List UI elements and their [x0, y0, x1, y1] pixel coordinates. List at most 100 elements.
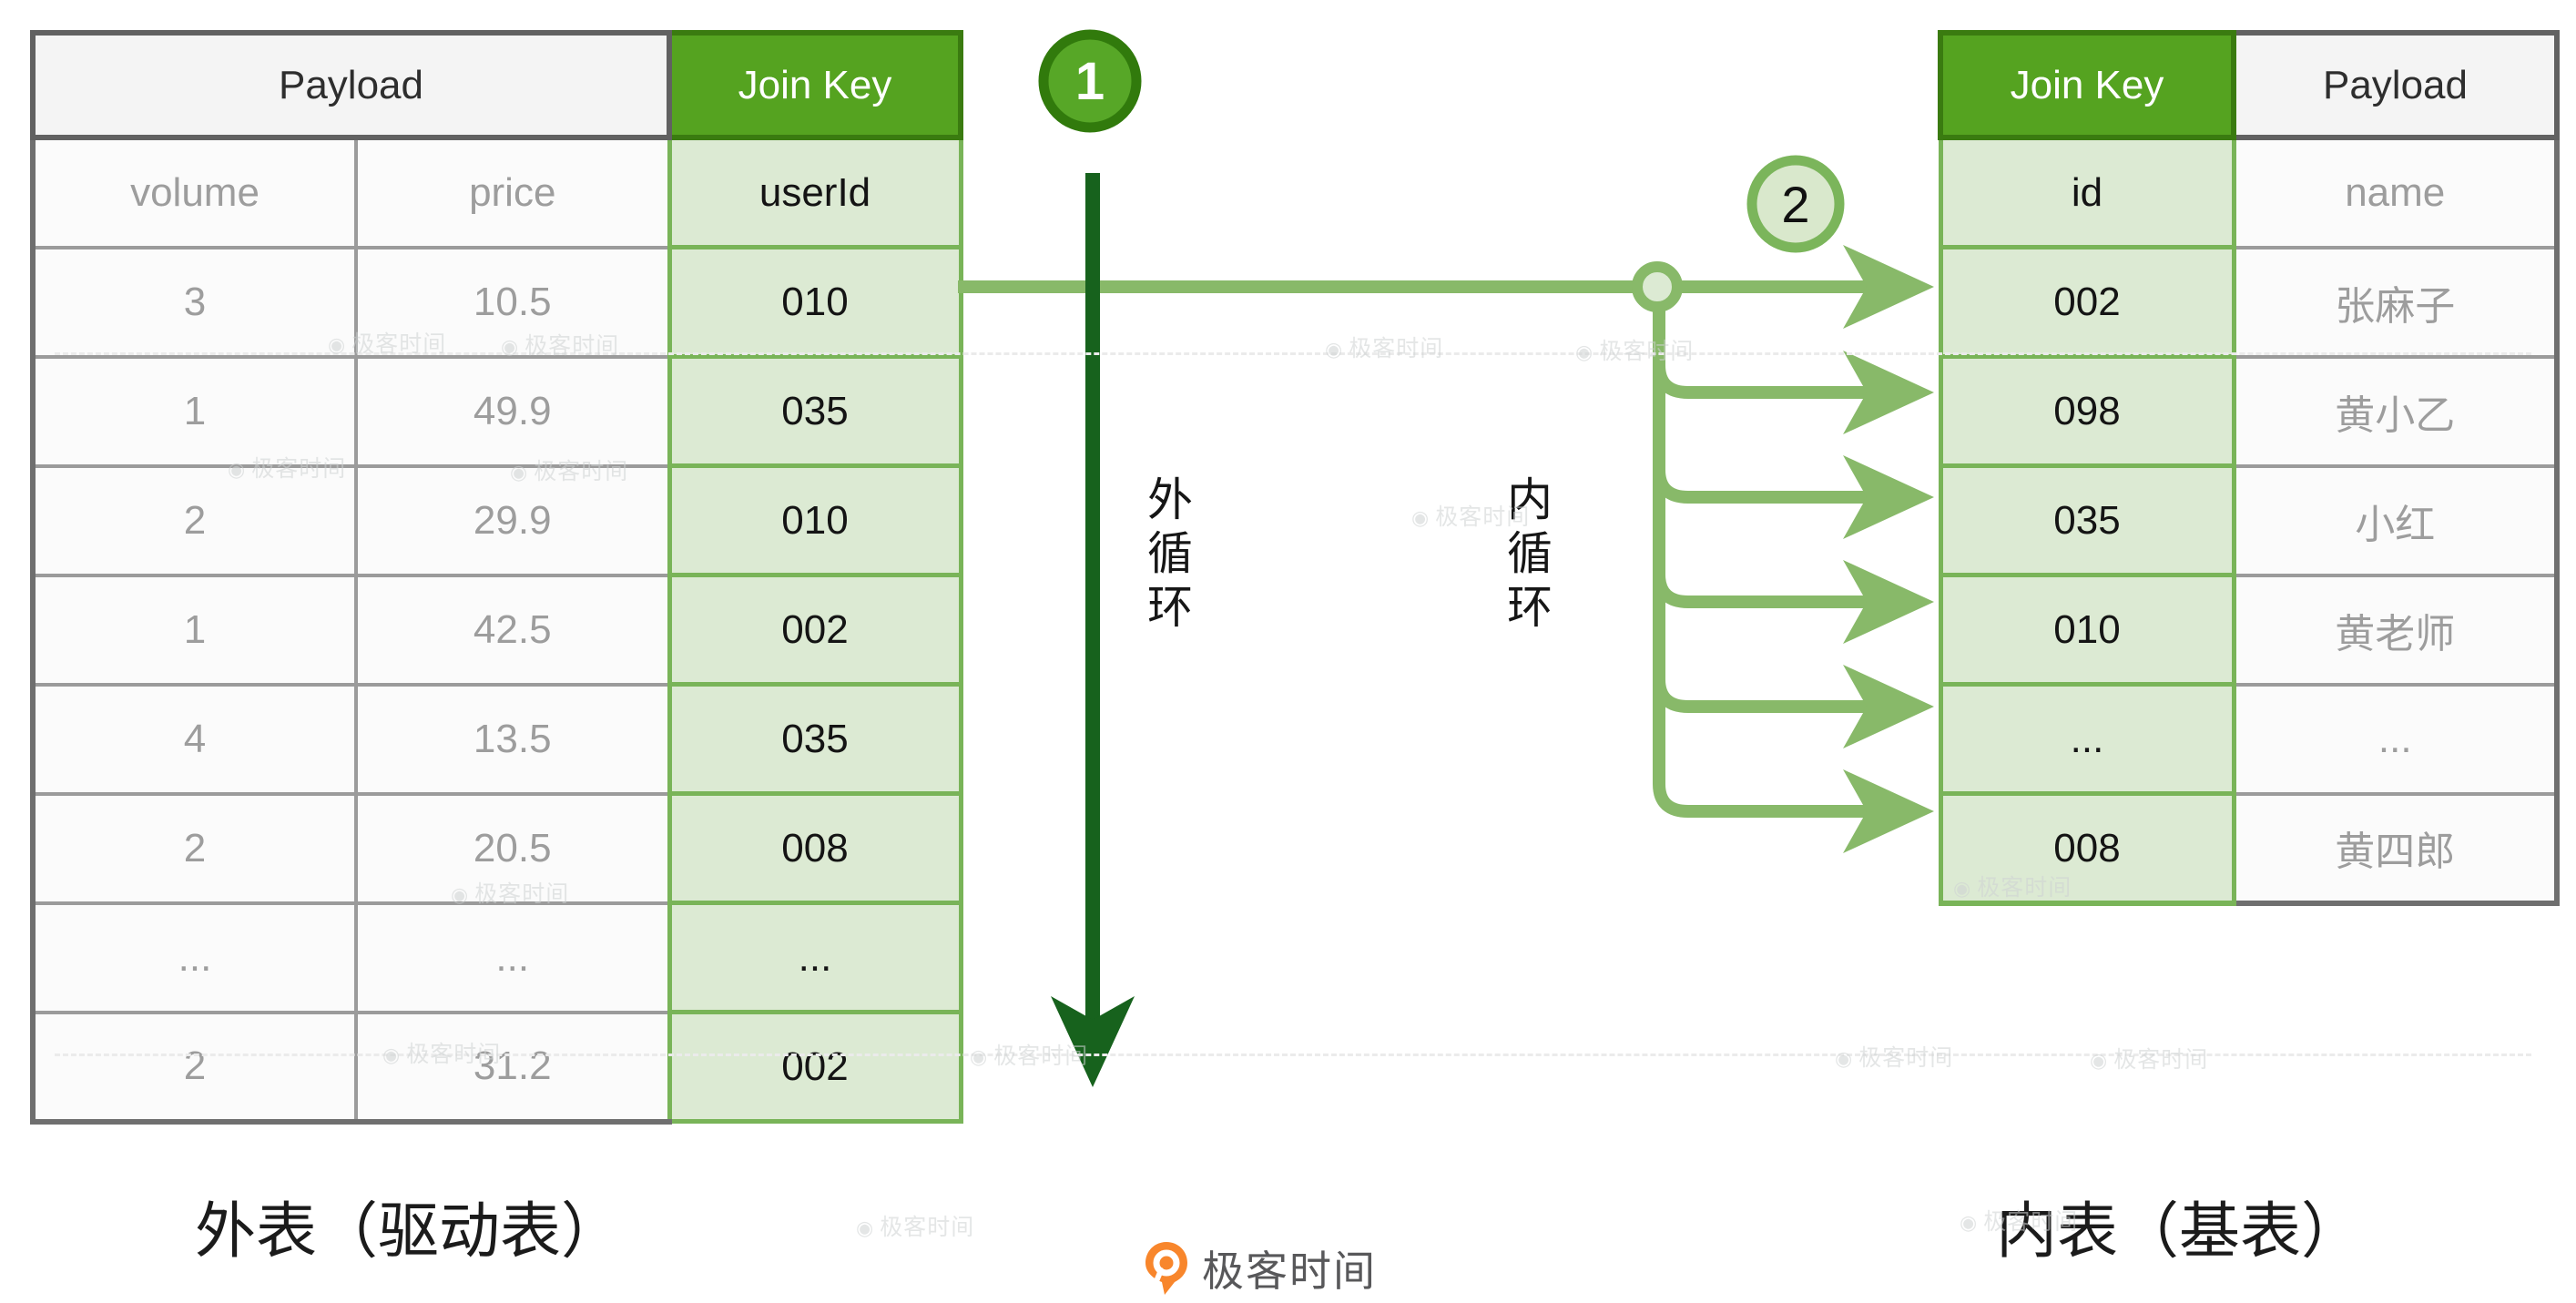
branch-line — [1653, 364, 1881, 399]
cell-volume: 3 — [30, 245, 358, 359]
step2-badge: 2 — [1746, 155, 1845, 253]
table-row: 4 13.5 035 — [30, 682, 963, 796]
table-row: 098 黄小乙 — [1938, 354, 2560, 468]
watermark: 极客时间 — [856, 1209, 974, 1242]
cell-volume: ... — [30, 901, 358, 1014]
inner-table: Join Key Payload id name 002 张麻子 098 黄小乙… — [1938, 30, 2560, 906]
watermark: 极客时间 — [1325, 331, 1443, 363]
arrowhead-icon — [1843, 245, 1934, 329]
step2-circle-icon — [1746, 155, 1845, 253]
inner-table-caption: 内表（基表） — [1996, 1197, 2362, 1266]
cell-volume: 1 — [30, 573, 358, 687]
table-row: 3 10.5 010 — [30, 245, 963, 359]
table-row: 010 黄老师 — [1938, 573, 2560, 687]
cell-volume: 2 — [30, 791, 358, 905]
outer-table-header-row: Payload Join Key — [30, 30, 963, 140]
branch-line — [1653, 574, 1881, 608]
inner-payload-header: Payload — [2231, 30, 2560, 140]
cell-price: 10.5 — [354, 245, 671, 359]
outer-col-joinkey: userId — [667, 135, 963, 249]
cell-joinkey: ... — [667, 901, 963, 1014]
outer-loop-arrow — [1051, 173, 1135, 1087]
cell-joinkey: 002 — [667, 573, 963, 687]
branch-node-icon — [1632, 261, 1683, 312]
cell-id: 098 — [1938, 354, 2236, 468]
cell-joinkey: 035 — [667, 354, 963, 468]
table-row: 035 小红 — [1938, 463, 2560, 577]
cell-joinkey: 002 — [667, 1010, 963, 1124]
cell-price: 20.5 — [354, 791, 671, 905]
watermark: 极客时间 — [1835, 1040, 1953, 1073]
arrowhead-icon — [1843, 455, 1934, 539]
cell-name: 黄小乙 — [2232, 354, 2560, 468]
arrowheads — [1843, 245, 1934, 853]
cell-name: 张麻子 — [2232, 245, 2560, 359]
table-row: 2 20.5 008 — [30, 791, 963, 905]
step1-circle-icon — [1038, 29, 1142, 133]
cell-price: 31.2 — [354, 1010, 671, 1125]
cell-name: 黄老师 — [2232, 573, 2560, 687]
arrowhead-icon — [1843, 769, 1934, 853]
table-row: ... ... — [1938, 682, 2560, 796]
geektime-logo-text: 极客时间 — [1202, 1247, 1377, 1295]
branch-line-last — [1653, 307, 1881, 818]
cell-volume: 2 — [30, 463, 358, 577]
inner-col-name: name — [2232, 136, 2560, 249]
cell-volume: 4 — [30, 682, 358, 796]
step1-badge: 1 — [1038, 29, 1142, 133]
geektime-logo: 极客时间 — [1144, 1238, 1377, 1298]
cell-id: 010 — [1938, 573, 2236, 687]
outer-joinkey-header: Join Key — [667, 30, 963, 140]
cell-joinkey: 008 — [667, 791, 963, 905]
cell-price: 49.9 — [354, 354, 671, 468]
inner-table-column-row: id name — [1938, 135, 2560, 249]
table-row: ... ... ... — [30, 901, 963, 1014]
watermark: 极客时间 — [970, 1038, 1088, 1071]
table-row: 2 31.2 002 — [30, 1010, 963, 1125]
step1-number: 1 — [1075, 52, 1105, 111]
cell-joinkey: 010 — [667, 245, 963, 359]
cell-id: 035 — [1938, 463, 2236, 577]
arrowhead-icon — [1843, 351, 1934, 434]
cell-price: 13.5 — [354, 682, 671, 796]
outer-table: Payload Join Key volume price userId 3 1… — [30, 30, 963, 1125]
inner-joinkey-header: Join Key — [1938, 30, 2236, 140]
arrowhead-down-icon — [1051, 996, 1135, 1087]
outer-payload-header: Payload — [30, 30, 672, 140]
cell-price: ... — [354, 901, 671, 1014]
outer-col-price: price — [354, 136, 671, 249]
branch-line — [1653, 678, 1881, 713]
watermark: 极客时间 — [2090, 1042, 2208, 1074]
inner-loop-label: 内循环 — [1507, 474, 1553, 633]
inner-table-header-row: Join Key Payload — [1938, 30, 2560, 140]
table-row: 1 42.5 002 — [30, 573, 963, 687]
cell-name: ... — [2232, 682, 2560, 796]
table-row: 2 29.9 010 — [30, 463, 963, 577]
cell-id: ... — [1938, 682, 2236, 796]
outer-table-column-row: volume price userId — [30, 135, 963, 249]
branch-line — [1653, 469, 1881, 504]
table-row: 002 张麻子 — [1938, 245, 2560, 359]
cell-id: 002 — [1938, 245, 2236, 359]
arrowhead-icon — [1843, 665, 1934, 748]
cell-volume: 2 — [30, 1010, 358, 1125]
table-row: 1 49.9 035 — [30, 354, 963, 468]
outer-loop-label: 外循环 — [1147, 474, 1193, 633]
cell-joinkey: 035 — [667, 682, 963, 796]
outer-table-caption: 外表（驱动表） — [195, 1197, 622, 1266]
table-row: 008 黄四郎 — [1938, 791, 2560, 906]
cell-price: 42.5 — [354, 573, 671, 687]
outer-col-volume: volume — [30, 136, 358, 249]
cell-joinkey: 010 — [667, 463, 963, 577]
arrowhead-icon — [1843, 560, 1934, 644]
cell-volume: 1 — [30, 354, 358, 468]
cell-name: 黄四郎 — [2232, 791, 2560, 906]
cell-name: 小红 — [2232, 463, 2560, 577]
geektime-pin-icon — [1145, 1242, 1187, 1295]
step2-number: 2 — [1781, 176, 1809, 233]
cell-price: 29.9 — [354, 463, 671, 577]
inner-loop-connectors — [958, 280, 1881, 818]
inner-col-id: id — [1938, 135, 2236, 249]
watermark: 极客时间 — [1575, 333, 1694, 366]
